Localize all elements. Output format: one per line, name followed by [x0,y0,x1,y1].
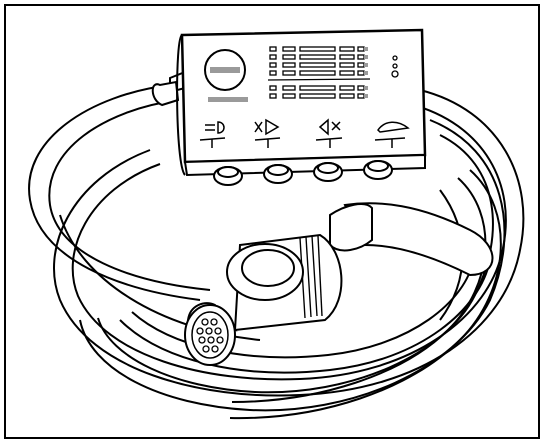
plug-pins [196,318,224,353]
parking-light-icon [199,121,226,148]
cable-strain-relief [151,80,180,107]
brake-light-icon [374,121,410,148]
indicator-rows-top [269,46,365,76]
coiled-cable [28,84,525,420]
plug-face [184,304,236,366]
turn-signal-icon [315,118,343,148]
trailer-plug [184,233,343,366]
fog-light-icon [254,118,281,148]
label-plate [208,97,248,102]
indicator-panel [267,46,399,99]
gauge-bar [210,67,240,73]
tester-sockets [213,160,393,186]
tester-box [151,28,427,186]
plug-cap-inner [241,249,295,287]
plug-cable [329,202,494,277]
